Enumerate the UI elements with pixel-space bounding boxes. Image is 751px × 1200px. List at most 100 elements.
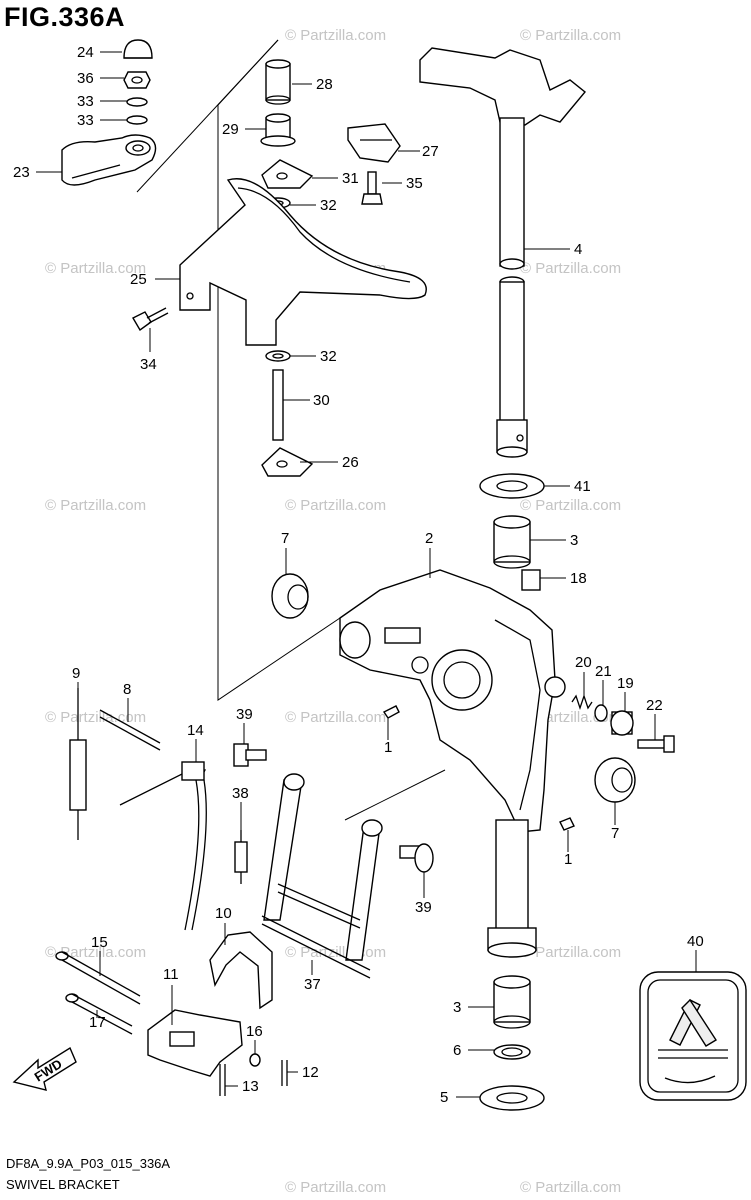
callout-10: 10: [215, 905, 232, 922]
callout-39: 39: [415, 899, 432, 916]
callout-31: 31: [342, 170, 359, 187]
lever-14: [119, 761, 207, 931]
callout-32: 32: [320, 348, 337, 365]
callout-16: 16: [246, 1023, 263, 1040]
callout-25: 25: [130, 271, 147, 288]
tilt-frame-37: [261, 773, 383, 979]
watermark: © Partzilla.com: [45, 709, 146, 726]
figure-code: DF8A_9.9A_P03_015_336A: [6, 1156, 171, 1171]
callout-35: 35: [406, 175, 423, 192]
washer-6: [493, 1044, 531, 1060]
figure-name: SWIVEL BRACKET: [6, 1177, 120, 1192]
watermark: © Partzilla.com: [520, 1179, 621, 1196]
callout-12: 12: [302, 1064, 319, 1081]
pin-15: [55, 951, 141, 1005]
callout-1: 1: [384, 739, 392, 756]
pin-8: [99, 709, 161, 751]
watermark: © Partzilla.com: [285, 27, 386, 44]
callout-36: 36: [77, 70, 94, 87]
callout-30: 30: [313, 392, 330, 409]
callout-27: 27: [422, 143, 439, 160]
cap-nut-24: [123, 39, 153, 59]
watermark: © Partzilla.com: [285, 709, 386, 726]
callout-34: 34: [140, 356, 157, 373]
callout-15: 15: [91, 934, 108, 951]
bushing-29: [260, 113, 296, 147]
callout-41: 41: [574, 478, 591, 495]
callout-33: 33: [77, 112, 94, 129]
callout-3: 3: [453, 999, 461, 1016]
pin-17: [65, 993, 133, 1035]
bolt-39-right: [399, 843, 434, 873]
bolt-34: [132, 307, 169, 332]
bushing-3-top: [493, 515, 531, 569]
callout-7: 7: [611, 825, 619, 842]
plate-31: [261, 159, 314, 189]
callout-22: 22: [646, 697, 663, 714]
bushing-3-bottom: [493, 975, 531, 1029]
figure-title: FIG.336A: [4, 2, 126, 32]
cotter-pin-13: [219, 1064, 226, 1096]
knob-19: [610, 710, 634, 736]
callout-6: 6: [453, 1042, 461, 1059]
callout-13: 13: [242, 1078, 259, 1095]
washer-5: [479, 1085, 545, 1111]
callout-26: 26: [342, 454, 359, 471]
watermark: © Partzilla.com: [520, 944, 621, 961]
screw-22: [637, 735, 675, 753]
steering-shaft-4: [419, 47, 586, 458]
callout-11: 11: [163, 966, 179, 983]
fwd-arrow: FWD: [12, 1046, 77, 1091]
bolt-35: [361, 171, 383, 205]
callout-21: 21: [595, 663, 612, 680]
callout-9: 9: [72, 665, 80, 682]
bracket-25: [179, 178, 427, 346]
spring-9: [69, 688, 87, 840]
cap-7-right: [594, 757, 636, 803]
callout-1: 1: [564, 851, 572, 868]
swivel-bracket-2: [339, 569, 566, 833]
bracket-11: [147, 1009, 243, 1077]
swivel-tube-lower: [487, 819, 537, 958]
pad-18: [521, 569, 541, 591]
callout-29: 29: [222, 121, 239, 138]
cotter-pin-12: [281, 1060, 288, 1086]
grease-nipple-1-left: [382, 705, 400, 719]
assembly-guide-lines: [136, 39, 446, 821]
stud-30: [272, 369, 284, 441]
watermark: © Partzilla.com: [285, 497, 386, 514]
leader-lines: [36, 51, 697, 1098]
callout-2: 2: [425, 530, 433, 547]
bolt-39-left: [233, 743, 267, 767]
cap-7-left: [271, 573, 309, 619]
callout-39: 39: [236, 706, 253, 723]
callout-38: 38: [232, 785, 249, 802]
tiller-arm-23: [61, 134, 157, 186]
callout-19: 19: [617, 675, 634, 692]
watermark: © Partzilla.com: [45, 260, 146, 277]
callout-33: 33: [77, 93, 94, 110]
decal-40: [639, 971, 747, 1101]
callout-3: 3: [570, 532, 578, 549]
spring-38: [234, 830, 248, 884]
washer-33: [126, 97, 148, 125]
callout-5: 5: [440, 1089, 448, 1106]
nut-36: [123, 71, 151, 89]
callout-4: 4: [574, 241, 582, 258]
callout-32: 32: [320, 197, 337, 214]
callout-7: 7: [281, 530, 289, 547]
callout-18: 18: [570, 570, 587, 587]
callout-numbers: 24 36 33 33 23 28 29 27 31 35 32 25 34 3…: [13, 44, 704, 1106]
callout-14: 14: [187, 722, 204, 739]
callout-40: 40: [687, 933, 704, 950]
bushing-28: [265, 59, 291, 105]
callout-8: 8: [123, 681, 131, 698]
watermark: © Partzilla.com: [285, 1179, 386, 1196]
watermark: © Partzilla.com: [520, 497, 621, 514]
callout-24: 24: [77, 44, 94, 61]
callout-28: 28: [316, 76, 333, 93]
washer-32-bottom: [265, 350, 291, 362]
callout-20: 20: [575, 654, 592, 671]
washer-21: [594, 704, 608, 722]
